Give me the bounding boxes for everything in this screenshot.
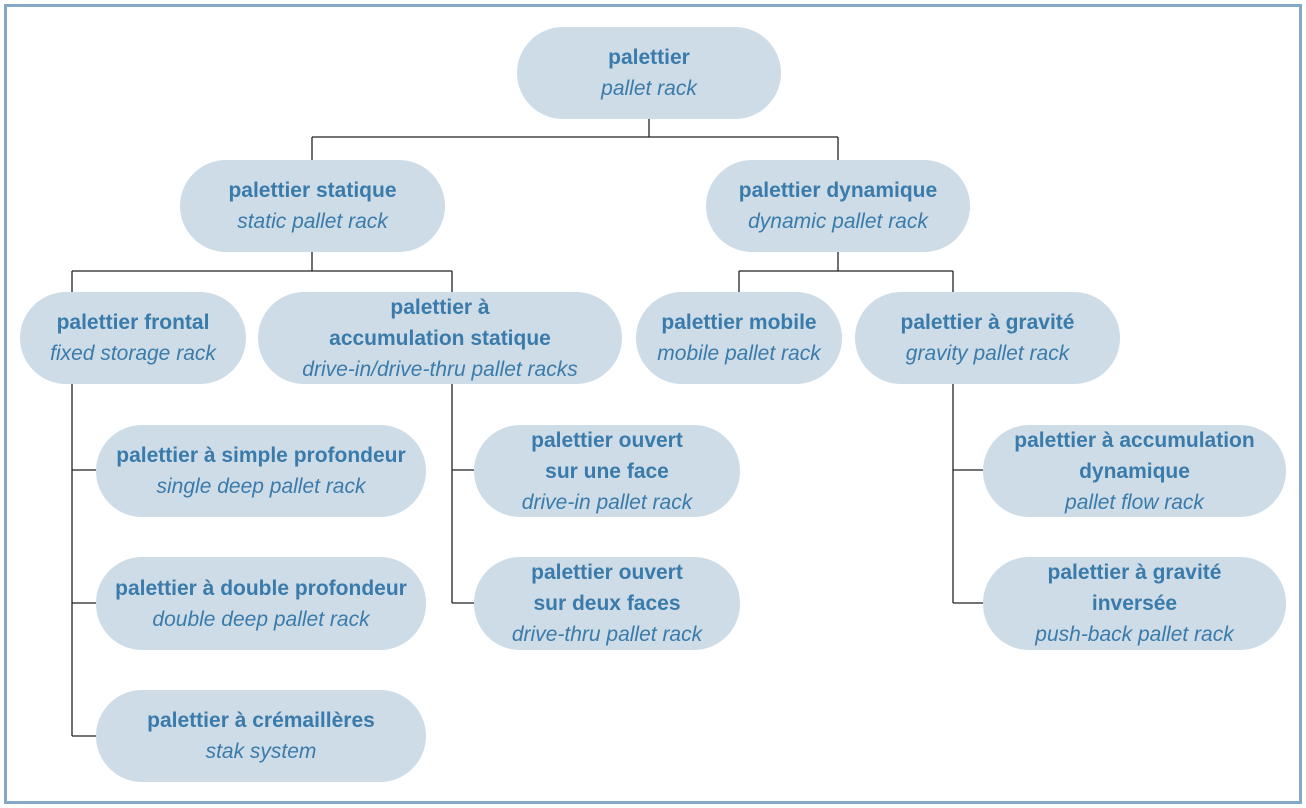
node-gravity-pallet-rack: palettier à gravité gravity pallet rack xyxy=(855,292,1120,384)
node-double-deep: palettier à double profondeur double dee… xyxy=(96,557,426,650)
node-pallet-flow: palettier à accumulation dynamique palle… xyxy=(983,425,1286,517)
node-label-en: stak system xyxy=(205,740,317,763)
node-label-fr: palettier à double profondeur xyxy=(115,576,407,600)
node-label-fr: palettier à accumulation xyxy=(1014,428,1255,452)
node-label-fr: accumulation statique xyxy=(329,326,551,350)
node-label-en: static pallet rack xyxy=(237,210,388,233)
node-label-fr: palettier xyxy=(608,46,690,69)
node-drive-in: palettier ouvert sur une face drive-in p… xyxy=(474,425,740,517)
node-drive-thru: palettier ouvert sur deux faces drive-th… xyxy=(474,557,740,650)
node-label-fr: palettier ouvert xyxy=(531,428,683,452)
node-mobile-pallet-rack: palettier mobile mobile pallet rack xyxy=(636,292,842,384)
node-label-fr: inversée xyxy=(1091,592,1178,615)
node-label-en: gravity pallet rack xyxy=(905,342,1070,365)
node-label-fr: dynamique xyxy=(1079,459,1190,483)
diagram-frame xyxy=(4,4,1302,804)
node-label-fr: sur une face xyxy=(545,459,669,483)
node-label-en: push-back pallet rack xyxy=(1035,623,1234,646)
node-label-en: dynamic pallet rack xyxy=(748,210,928,233)
node-label-en: drive-thru pallet rack xyxy=(511,623,703,646)
connector-gravity xyxy=(952,384,983,604)
node-label-en: single deep pallet rack xyxy=(156,475,366,498)
node-label-fr: palettier ouvert xyxy=(531,561,683,584)
node-label-fr: palettier à simple profondeur xyxy=(116,444,406,467)
node-label-fr: palettier à crémaillères xyxy=(147,709,375,732)
node-fixed-storage-rack: palettier frontal fixed storage rack xyxy=(20,292,246,384)
connector-root xyxy=(311,119,839,160)
node-dynamic-pallet-rack: palettier dynamique dynamic pallet rack xyxy=(706,160,970,252)
node-label-en: drive-in pallet rack xyxy=(521,490,693,514)
node-push-back: palettier à gravité inversée push-back p… xyxy=(983,557,1286,650)
node-stak-system: palettier à crémaillères stak system xyxy=(96,690,426,782)
node-label-fr: palettier à gravité xyxy=(1047,561,1222,584)
node-pallet-rack: palettier pallet rack xyxy=(517,27,781,119)
connector-static xyxy=(71,252,453,292)
node-label-fr: palettier frontal xyxy=(56,311,210,334)
connector-frontal xyxy=(71,384,96,737)
connector-dynamic xyxy=(738,252,954,292)
node-label-fr: sur deux faces xyxy=(533,592,681,615)
node-label-fr: palettier à xyxy=(390,295,490,319)
node-label-en: mobile pallet rack xyxy=(657,342,821,365)
node-drive-in-drive-thru: palettier à accumulation statique drive-… xyxy=(258,292,622,384)
node-label-fr: palettier mobile xyxy=(661,311,817,334)
node-static-pallet-rack: palettier statique static pallet rack xyxy=(180,160,445,252)
node-label-en: drive-in/drive-thru pallet racks xyxy=(302,357,578,381)
node-label-fr: palettier dynamique xyxy=(738,179,938,202)
node-label-en: pallet flow rack xyxy=(1065,490,1204,514)
connector-accum-static xyxy=(451,384,474,604)
node-single-deep: palettier à simple profondeur single dee… xyxy=(96,425,426,517)
node-label-en: double deep pallet rack xyxy=(152,607,370,631)
node-label-fr: palettier statique xyxy=(228,179,397,202)
node-label-en: fixed storage rack xyxy=(50,342,216,365)
node-label-fr: palettier à gravité xyxy=(900,311,1075,334)
node-label-en: pallet rack xyxy=(601,77,697,100)
